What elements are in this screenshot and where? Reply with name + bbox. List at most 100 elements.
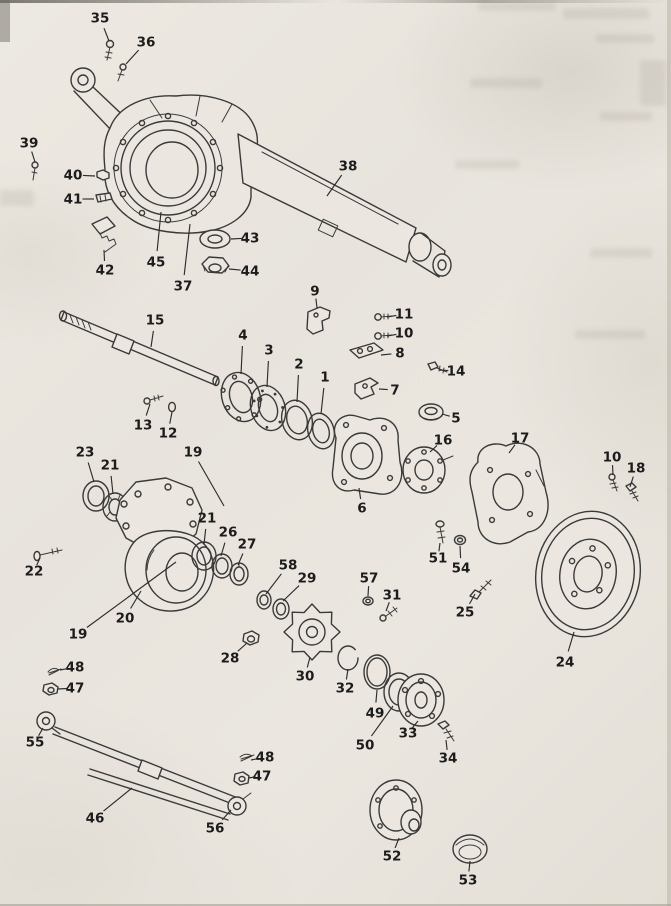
part-number-20: 20 <box>116 611 135 627</box>
part-spindle-16 <box>402 446 454 494</box>
part-snap-ring-32 <box>337 645 359 671</box>
leader-line-45 <box>156 211 162 252</box>
callout-33: 33 <box>399 720 419 742</box>
part-number-48: 48 <box>66 660 85 676</box>
leader-line-13 <box>145 403 151 416</box>
part-drive-flange-30 <box>283 603 341 661</box>
part-number-32: 32 <box>336 681 355 697</box>
leader-line-28 <box>237 642 248 652</box>
part-cotter-pin-48a <box>47 667 62 676</box>
part-number-2: 2 <box>294 357 303 373</box>
part-tie-rod-end-55 <box>36 711 61 735</box>
leader-line-43 <box>230 237 242 240</box>
part-number-21: 21 <box>101 458 120 474</box>
leader-line-12 <box>169 411 173 424</box>
callout-35: 35 <box>91 11 110 42</box>
part-number-15: 15 <box>146 313 165 329</box>
part-number-26: 26 <box>219 525 238 541</box>
callout-5: 5 <box>441 411 461 427</box>
part-nut-28 <box>242 630 260 646</box>
callout-20: 20 <box>116 590 142 627</box>
part-bolt-18 <box>625 482 639 502</box>
leader-line-55 <box>38 727 44 736</box>
leader-line-37 <box>183 223 191 276</box>
part-steering-knuckle <box>331 414 403 495</box>
part-number-57: 57 <box>360 571 379 587</box>
leader-line-3 <box>266 360 269 388</box>
part-washer-27 <box>229 562 249 586</box>
callout-38: 38 <box>326 159 357 197</box>
part-bracket-8 <box>349 342 384 359</box>
part-bolt-10b <box>608 473 619 492</box>
part-number-16: 16 <box>434 433 453 449</box>
leader-line-23 <box>87 462 95 483</box>
part-number-24: 24 <box>556 655 575 671</box>
callout-32: 32 <box>336 668 355 697</box>
part-number-1: 1 <box>320 370 329 386</box>
part-stud-25 <box>469 579 492 600</box>
callout-50: 50 <box>356 705 394 754</box>
leader-line-6 <box>358 487 362 500</box>
part-number-9: 9 <box>310 284 319 300</box>
callout-11: 11 <box>386 307 414 323</box>
part-number-46: 46 <box>86 811 105 827</box>
callout-10: 10 <box>386 326 413 342</box>
part-screw-35 <box>104 39 115 61</box>
leader-line-25 <box>468 593 476 605</box>
part-number-12: 12 <box>159 426 178 442</box>
leader-line-7 <box>378 388 388 391</box>
part-number-33: 33 <box>399 726 418 742</box>
callout-10: 10 <box>603 450 621 476</box>
callout-22: 22 <box>25 557 43 580</box>
part-number-44: 44 <box>241 264 260 280</box>
part-stud-31 <box>379 606 398 622</box>
leader-line-21 <box>110 475 114 495</box>
part-tie-rod-46 <box>52 726 239 821</box>
part-bolt-22 <box>33 547 63 562</box>
callout-25: 25 <box>456 593 476 621</box>
leader-line-21 <box>203 528 207 545</box>
part-number-19: 19 <box>184 445 203 461</box>
part-dust-shield <box>469 442 549 545</box>
part-brake-rotor <box>534 510 642 638</box>
part-number-11: 11 <box>395 307 414 323</box>
part-bolt-51 <box>435 520 446 544</box>
part-number-3: 3 <box>264 343 273 359</box>
part-axle-shaft <box>58 310 220 387</box>
part-ring-26 <box>211 553 233 579</box>
leader-line-11 <box>386 314 397 318</box>
part-number-51: 51 <box>429 551 448 567</box>
part-number-36: 36 <box>137 35 156 51</box>
callout-12: 12 <box>159 411 178 442</box>
callout-57: 57 <box>360 571 379 597</box>
part-number-14: 14 <box>447 364 466 380</box>
part-number-43: 43 <box>241 231 260 247</box>
part-number-54: 54 <box>452 561 471 577</box>
callout-47: 47 <box>57 681 84 697</box>
part-number-17: 17 <box>511 431 530 447</box>
leader-line-24 <box>567 631 575 652</box>
callout-2: 2 <box>294 357 304 403</box>
callout-17: 17 <box>508 431 530 454</box>
callout-45: 45 <box>147 211 166 271</box>
part-number-45: 45 <box>147 255 166 271</box>
part-breather-42 <box>91 216 117 253</box>
callout-55: 55 <box>26 727 45 751</box>
part-number-4: 4 <box>238 328 247 344</box>
leader-line-19 <box>198 461 225 507</box>
part-number-47: 47 <box>253 769 272 785</box>
part-number-6: 6 <box>357 501 366 517</box>
leader-line-47 <box>247 776 256 779</box>
callout-41: 41 <box>64 192 94 208</box>
callout-46: 46 <box>86 787 133 827</box>
callout-29: 29 <box>282 571 316 602</box>
leader-line-10 <box>611 465 614 476</box>
callout-47: 47 <box>247 769 272 785</box>
leader-line-35 <box>103 27 110 42</box>
part-number-55: 55 <box>26 735 45 751</box>
part-number-48: 48 <box>256 750 275 766</box>
part-ring-29 <box>272 598 290 620</box>
callout-40: 40 <box>64 168 96 184</box>
leader-line-17 <box>508 444 516 454</box>
